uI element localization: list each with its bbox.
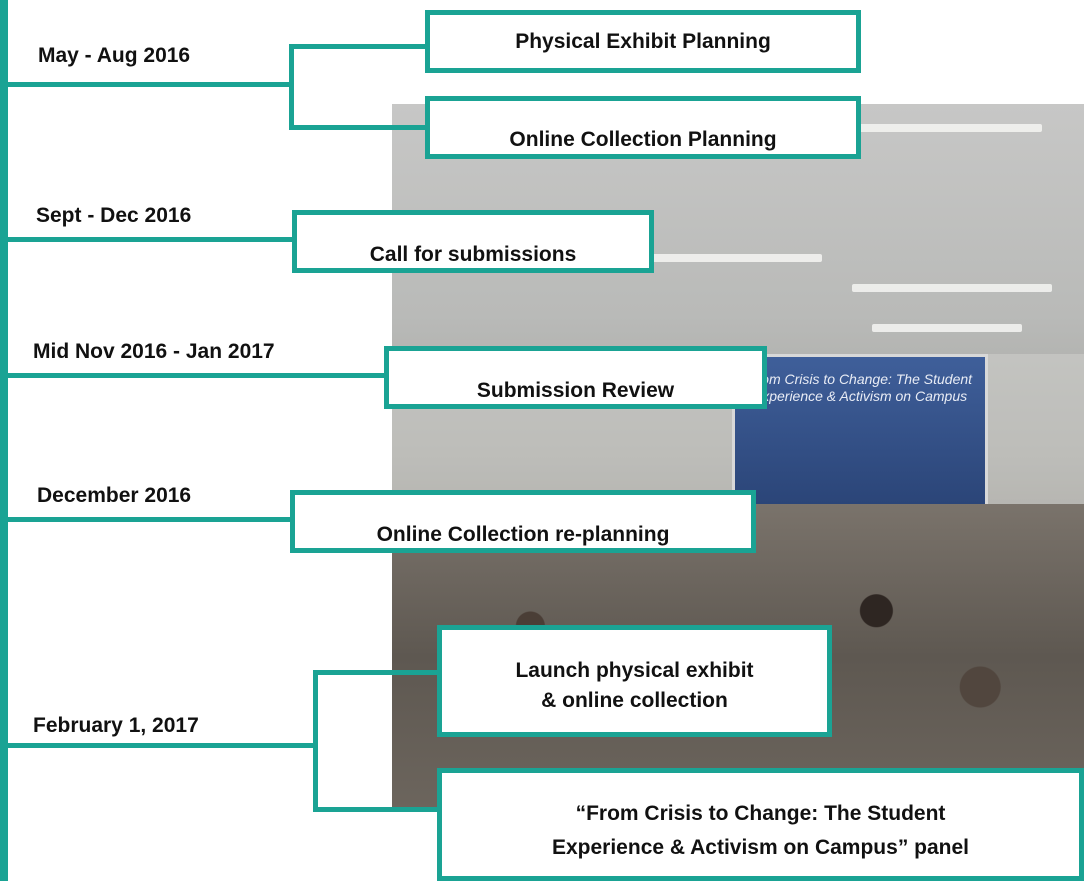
date-sept-dec-2016: Sept - Dec 2016: [36, 204, 192, 227]
date-mid-nov-2016-jan-2017: Mid Nov 2016 - Jan 2017: [33, 340, 275, 363]
event-submission-review: Submission Review: [384, 346, 767, 409]
date-february-1-2017: February 1, 2017: [33, 714, 199, 737]
screen-text: From Crisis to Change: The Student Exper…: [747, 371, 973, 404]
connector-3: [0, 373, 388, 378]
date-may-aug-2016: May - Aug 2016: [38, 44, 191, 67]
bracket-5-bottom: [313, 807, 441, 812]
connector-1: [0, 82, 294, 87]
event-label: Submission Review: [476, 379, 675, 402]
event-label-line1: “From Crisis to Change: The Student: [575, 802, 946, 825]
event-label-line2: Experience & Activism on Campus” panel: [551, 836, 970, 859]
bracket-1-bottom: [289, 125, 429, 130]
event-physical-exhibit-planning: Physical Exhibit Planning: [425, 10, 861, 73]
bracket-5-vertical: [313, 670, 318, 812]
event-label: Online Collection Planning: [509, 128, 777, 151]
event-crisis-to-change-panel: “From Crisis to Change: The Student Expe…: [437, 768, 1084, 881]
date-december-2016: December 2016: [37, 484, 192, 507]
event-label: Call for submissions: [369, 243, 577, 266]
event-online-collection-planning: Online Collection Planning: [425, 96, 861, 159]
bracket-1-top: [289, 44, 429, 49]
event-label: Online Collection re-planning: [376, 523, 670, 546]
event-call-for-submissions: Call for submissions: [292, 210, 654, 273]
connector-4: [0, 517, 294, 522]
connector-5: [0, 743, 318, 748]
event-label-line2: & online collection: [541, 689, 728, 712]
event-label-line1: Launch physical exhibit: [515, 659, 754, 682]
event-online-collection-re-planning: Online Collection re-planning: [290, 490, 756, 553]
event-label: Physical Exhibit Planning: [515, 30, 771, 53]
bracket-5-top: [313, 670, 441, 675]
timeline-axis: [0, 0, 8, 881]
bracket-1-vertical: [289, 44, 294, 130]
event-launch-physical-exhibit: Launch physical exhibit & online collect…: [437, 625, 832, 737]
connector-2: [0, 237, 296, 242]
